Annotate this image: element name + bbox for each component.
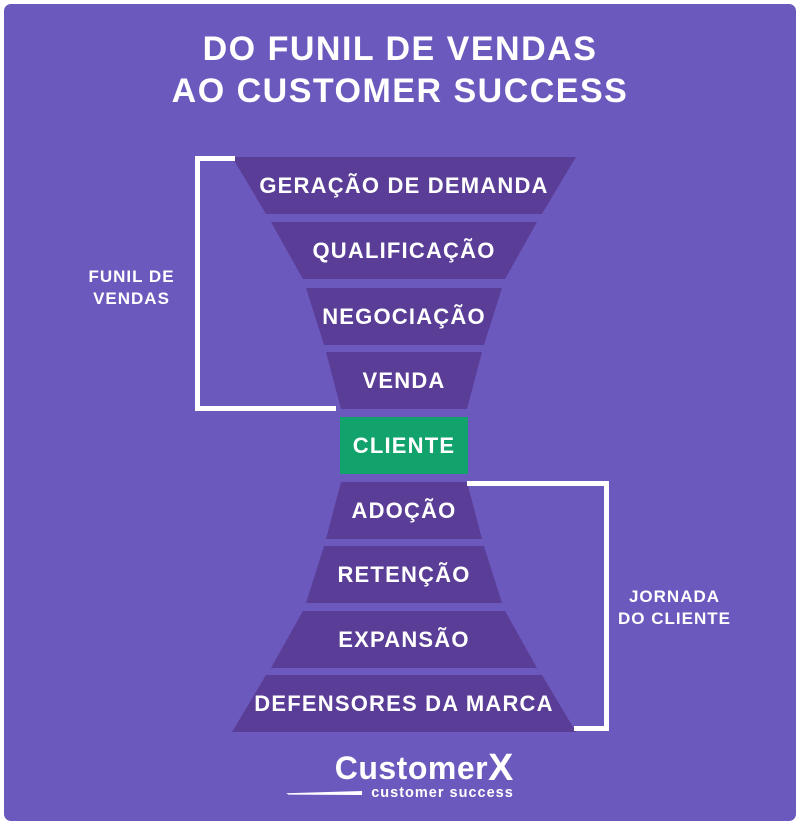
funnel-stage-cliente: CLIENTE <box>340 417 468 474</box>
label-jornada-line-1: JORNADA <box>628 587 721 606</box>
label-funil-de-vendas: FUNIL DE VENDAS <box>64 266 199 310</box>
customerx-logo: CustomerX customer success <box>286 748 514 801</box>
logo-wordmark: CustomerX <box>286 748 514 786</box>
funnel-stage-label: VENDA <box>362 367 446 393</box>
funnel-stage-retencao: RETENÇÃO <box>306 546 502 603</box>
funnel-stage-label: DEFENSORES DA MARCA <box>254 690 554 716</box>
left-bracket-arm-bottom <box>195 406 336 411</box>
funnel-stage-label: ADOÇÃO <box>351 497 457 523</box>
funnel-stage-venda: VENDA <box>326 352 482 409</box>
infographic-board: DO FUNIL DE VENDAS AO CUSTOMER SUCCESS G… <box>4 4 796 821</box>
funnel-stage-defensores-da-marca: DEFENSORES DA MARCA <box>232 675 576 732</box>
label-funil-line-1: FUNIL DE <box>88 267 175 286</box>
funnel-stage-qualificacao: QUALIFICAÇÃO <box>271 222 537 279</box>
funnel-stage-negociacao: NEGOCIAÇÃO <box>306 288 502 345</box>
label-jornada-do-cliente: JORNADA DO CLIENTE <box>607 586 742 630</box>
right-bracket-arm-bottom <box>574 726 609 731</box>
left-bracket-arm-top <box>195 156 235 161</box>
funnel-stage-label: QUALIFICAÇÃO <box>312 237 496 263</box>
funnel-stage-label: EXPANSÃO <box>338 626 470 652</box>
funnel-stage-adocao: ADOÇÃO <box>326 482 482 539</box>
funnel-stage-label: NEGOCIAÇÃO <box>322 303 486 329</box>
logo-wordmark-x: X <box>488 746 514 788</box>
title-line-1: DO FUNIL DE VENDAS <box>202 30 598 68</box>
page-title: DO FUNIL DE VENDAS AO CUSTOMER SUCCESS <box>4 28 796 112</box>
funnel-stage-label: GERAÇÃO DE DEMANDA <box>259 172 549 198</box>
logo-tagline: customer success <box>371 785 514 801</box>
funnel-stage-label: CLIENTE <box>352 432 456 458</box>
right-bracket-vertical <box>604 481 609 731</box>
left-bracket-vertical <box>195 156 200 411</box>
logo-swoosh-line <box>286 791 363 795</box>
funnel-stage-expansao: EXPANSÃO <box>271 611 537 668</box>
funnel-stage-geracao-de-demanda: GERAÇÃO DE DEMANDA <box>232 157 576 214</box>
logo-wordmark-main: Customer <box>334 750 489 786</box>
label-jornada-line-2: DO CLIENTE <box>618 609 731 628</box>
funnel-stage-label: RETENÇÃO <box>337 561 471 587</box>
logo-tagline-row: customer success <box>286 785 514 801</box>
title-line-2: AO CUSTOMER SUCCESS <box>171 72 629 110</box>
right-bracket-arm-top <box>467 481 609 486</box>
label-funil-line-2: VENDAS <box>93 289 170 308</box>
